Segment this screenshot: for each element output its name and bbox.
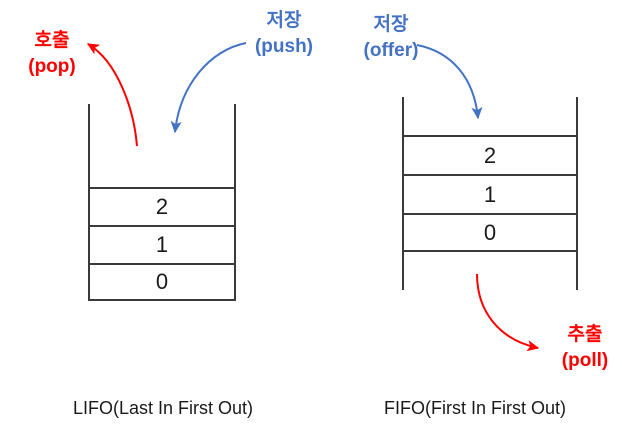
poll-label-english: (poll): [561, 349, 609, 371]
pop-annotation: 호출 (pop): [10, 28, 94, 79]
queue-left-wall: [402, 97, 404, 290]
queue-cell: 2: [402, 135, 578, 174]
offer-annotation: 저장 (offer): [345, 12, 437, 63]
stack-left-wall: [88, 104, 90, 301]
push-label-korean: 저장: [266, 10, 302, 31]
push-annotation: 저장 (push): [240, 8, 328, 59]
stack-cell: 1: [88, 225, 236, 263]
queue-right-wall: [576, 97, 578, 290]
offer-label-english: (offer): [363, 39, 419, 61]
fifo-caption: FIFO(First In First Out): [384, 398, 566, 418]
stack-cell: 2: [88, 187, 236, 225]
pop-label-korean: 호출: [34, 30, 70, 51]
fifo-queue-container: 2 1 0: [402, 97, 578, 290]
queue-cells: 2 1 0: [402, 135, 578, 252]
lifo-caption: LIFO(Last In First Out): [72, 398, 254, 418]
stack-cells: 2 1 0: [88, 187, 236, 301]
lifo-stack-container: 2 1 0: [88, 104, 236, 301]
queue-cell: 0: [402, 213, 578, 252]
pop-label-english: (pop): [28, 55, 76, 77]
poll-label-korean: 추출: [567, 324, 603, 345]
poll-annotation: 추출 (poll): [552, 322, 618, 373]
offer-label-korean: 저장: [373, 14, 409, 35]
stack-right-wall: [234, 104, 236, 301]
push-label-english: (push): [254, 35, 314, 57]
queue-cell: 1: [402, 174, 578, 213]
stack-cell: 0: [88, 263, 236, 301]
